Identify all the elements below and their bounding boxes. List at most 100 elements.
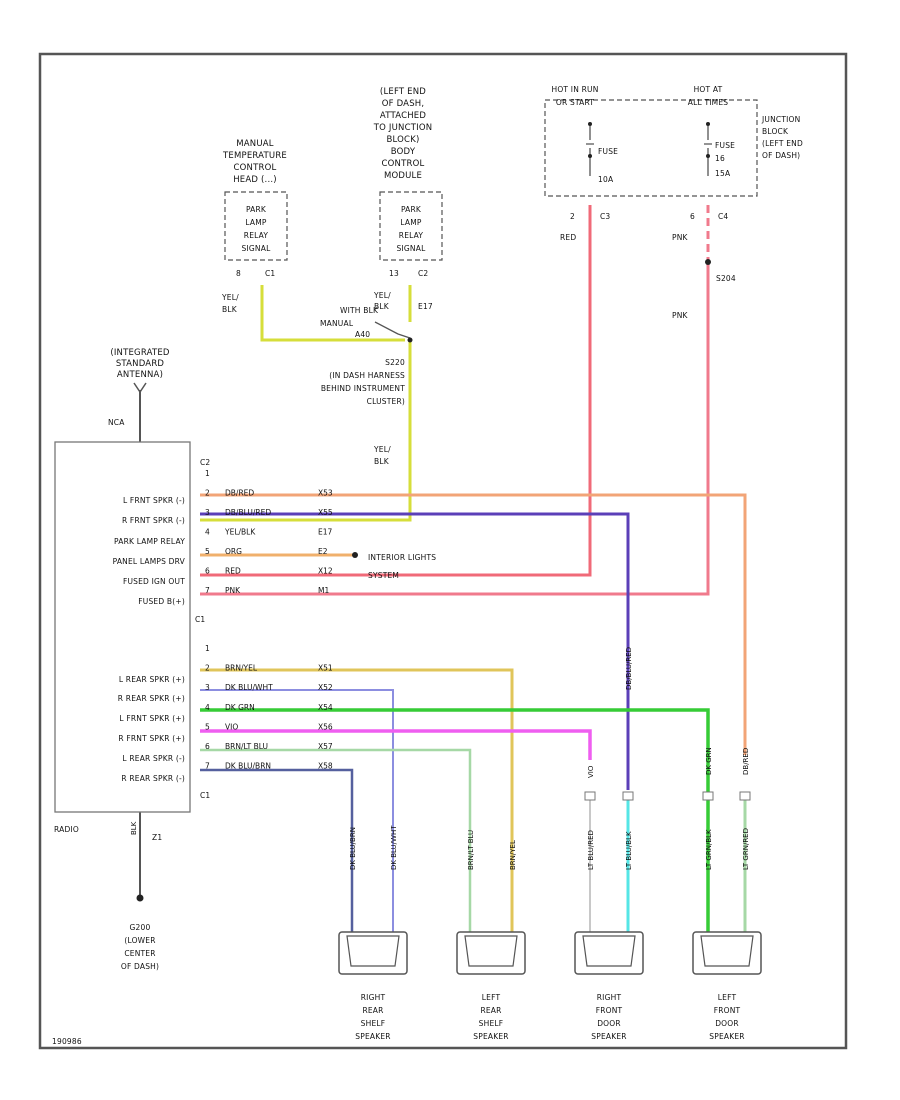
antenna-icon — [133, 382, 147, 394]
fuse2-wire: PNK — [672, 233, 689, 242]
fuse2-sub: ALL TIMES — [688, 98, 728, 107]
temp-head-label-4: HEAD (...) — [233, 175, 277, 185]
radio-pin-bot-5: L REAR SPKR (-) — [122, 754, 185, 763]
top-wire-pin-2: 2 — [205, 489, 210, 498]
bottom-wire-circuit-6: X57 — [318, 742, 333, 751]
wires — [139, 205, 747, 935]
s220-3: BEHIND INSTRUMENT — [321, 384, 405, 393]
radio-pin-top-4: PANEL LAMPS DRV — [113, 557, 186, 566]
s204-wire: PNK — [672, 311, 689, 320]
vlabel-lf-mid2: DB/RED — [742, 748, 750, 775]
fuse1-bottom-dot — [588, 154, 592, 158]
temp-control-head: MANUAL TEMPERATURE CONTROL HEAD (...) PA… — [221, 139, 288, 314]
radio-pin-bot-2: R REAR SPKR (+) — [118, 694, 185, 703]
interior-lights-1: INTERIOR LIGHTS — [368, 553, 436, 562]
ground-dot — [136, 894, 144, 902]
wire-db-blu-red-top — [200, 512, 630, 790]
bottom-wire-pin-1: 1 — [205, 644, 210, 653]
speaker-name-line: FRONT — [596, 1006, 623, 1015]
temp-wire-color-1: YEL/ — [221, 293, 239, 302]
antenna: (INTEGRATED STANDARD ANTENNA) NCA — [108, 348, 170, 427]
speaker-name-line: SPEAKER — [709, 1032, 744, 1041]
top-wire-circuit-7: M1 — [318, 586, 329, 595]
bcm-label-5: BLOCK) — [387, 135, 420, 145]
speaker-cone — [582, 935, 636, 967]
speaker-name-line: SPEAKER — [473, 1032, 508, 1041]
bcm-box — [379, 191, 443, 261]
ground-wire-color: BLK — [130, 821, 138, 835]
speaker-cone — [464, 935, 518, 967]
main-wire-color-1: YEL/ — [373, 445, 391, 454]
vlabel-lf-1: LT GRN/BLK — [705, 829, 713, 870]
temp-head-box — [224, 191, 288, 261]
bottom-wire-circuit-5: X56 — [318, 722, 333, 731]
bottom-wire-color-4: DK GRN — [225, 703, 255, 712]
top-wire-circuit-6: X12 — [318, 567, 333, 576]
wire-dk-blu-brn — [200, 768, 354, 935]
radio-pin-top-1: L FRNT SPKR (-) — [123, 496, 185, 505]
bottom-wire-color-7: DK BLU/BRN — [225, 762, 271, 771]
vlabel-rf-mid2: DB/BLU/RED — [625, 647, 633, 690]
top-wire-pin-1: 1 — [205, 469, 210, 478]
diagram-frame — [38, 52, 848, 1050]
fuse2-bottom-dot — [706, 154, 710, 158]
junction-block: HOT IN RUN OR START HOT AT ALL TIMES FUS… — [544, 85, 803, 320]
radio-box — [54, 441, 191, 813]
body-control-module: (LEFT END OF DASH, ATTACHED TO JUNCTION … — [320, 87, 443, 466]
ground-label-4: OF DASH) — [121, 962, 159, 971]
bottom-wire-circuit-2: X51 — [318, 664, 333, 673]
junction-block-2: BLOCK — [762, 127, 789, 136]
bottom-wire-pin-6: 6 — [205, 742, 210, 751]
junction-block-1: JUNCTION — [761, 115, 800, 124]
radio-conn-bot: C1 — [200, 791, 210, 800]
fuse1-top-dot — [588, 122, 592, 126]
bcm-label-2: OF DASH, — [382, 99, 425, 109]
bcm-label-6: BODY — [391, 147, 416, 157]
circuit-a40: A40 — [355, 330, 370, 339]
top-wire-color-7: PNK — [225, 586, 241, 595]
radio-pin-top-5: FUSED IGN OUT — [123, 577, 185, 586]
temp-head-label-3: CONTROL — [234, 163, 277, 173]
interior-lights: INTERIOR LIGHTS SYSTEM — [352, 552, 436, 580]
speaker-body — [574, 931, 644, 975]
s220-1: S220 — [385, 358, 405, 367]
fuse1-name: FUSE — [598, 147, 618, 156]
bcm-box-2: LAMP — [400, 218, 422, 227]
fuse2-num: 16 — [715, 154, 725, 163]
wire-pnk-main — [200, 262, 710, 596]
speaker-name-line: REAR — [362, 1006, 383, 1015]
top-wire-color-2: DB/RED — [225, 489, 254, 498]
fuse2-pin: 6 — [690, 212, 695, 221]
bcm-label-1: (LEFT END — [380, 87, 426, 97]
bottom-wire-circuit-7: X58 — [318, 762, 333, 771]
bottom-wire-pin-5: 5 — [205, 722, 210, 731]
bottom-wire-color-3: DK BLU/WHT — [225, 683, 273, 692]
bcm-label-8: MODULE — [384, 171, 422, 181]
ground-circuit: Z1 — [152, 833, 162, 842]
bcm-pin: 13 — [389, 269, 399, 278]
wire-brn-lt-blu — [200, 748, 472, 935]
s220-2: (IN DASH HARNESS — [329, 371, 405, 380]
temp-wire-color-2: BLK — [222, 305, 238, 314]
fuse1-header: HOT IN RUN — [551, 85, 598, 94]
radio-pin-bot-4: R FRNT SPKR (+) — [118, 734, 185, 743]
wire-brn-yel — [200, 668, 514, 935]
vertical-wire-labels: DK BLU/BRN DK BLU/WHT BRN/LT BLU BRN/YEL… — [349, 647, 750, 870]
s220-dot — [407, 337, 413, 343]
radio-pin-bot-1: L REAR SPKR (+) — [119, 675, 185, 684]
speaker-body — [456, 931, 526, 975]
speaker-cone — [700, 935, 754, 967]
bcm-box-3: RELAY — [399, 231, 424, 240]
bcm-label-7: CONTROL — [382, 159, 425, 169]
junction-block-3: (LEFT END — [762, 139, 803, 148]
bottom-wire-circuit-4: X54 — [318, 703, 333, 712]
top-wire-color-3: DB/BLU/RED — [225, 508, 271, 517]
speaker-body — [338, 931, 408, 975]
temp-head-box-3: RELAY — [244, 231, 269, 240]
bottom-wire-pin-4: 4 — [205, 703, 210, 712]
junction-block-box — [544, 99, 758, 197]
fuse1-conn: C3 — [600, 212, 610, 221]
